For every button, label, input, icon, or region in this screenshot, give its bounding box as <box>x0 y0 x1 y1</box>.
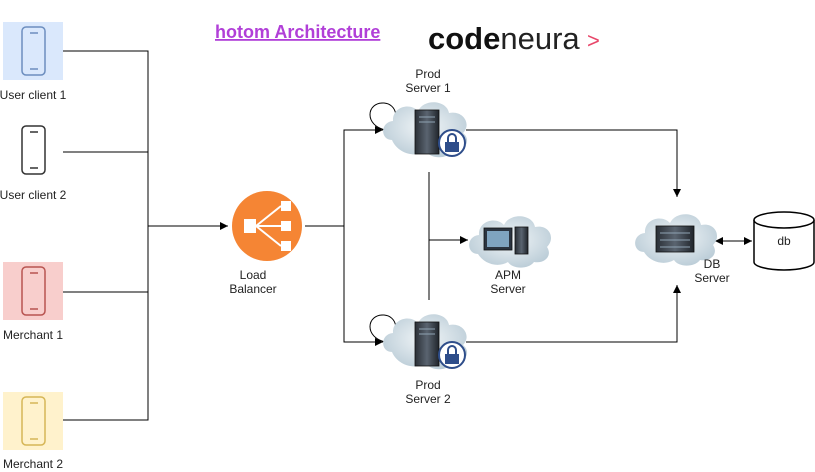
dbserver-label-line1: DB <box>704 257 721 271</box>
lb-label-line2: Balancer <box>229 282 276 296</box>
prod2-label-line1: Prod <box>415 378 440 392</box>
prod1-label-line1: Prod <box>415 67 440 81</box>
lb-label-line1: Load <box>240 268 267 282</box>
prod1-label-line2: Server 1 <box>405 81 451 95</box>
phone-icon-merchant-2 <box>21 396 46 446</box>
brand-name-bold: code <box>428 21 500 56</box>
prod2-to-db-edge <box>466 285 681 343</box>
client-label-user-1: User client 1 <box>0 88 67 102</box>
diagram-title: hotom Architecture <box>215 22 380 42</box>
client-label-merchant-2: Merchant 2 <box>3 457 63 471</box>
lb-to-prod-connections <box>305 126 383 346</box>
phone-icon-merchant-1 <box>21 266 46 316</box>
client-label-user-2: User client 2 <box>0 188 67 202</box>
apm-label-line1: APM <box>495 268 521 282</box>
svg-text:codeneura: codeneura <box>428 21 580 56</box>
prod-server-1-icon <box>383 102 468 158</box>
database-cylinder-icon <box>753 211 815 271</box>
client-bg-user-1 <box>3 22 63 80</box>
codeneura-logo: codeneura > <box>428 21 600 56</box>
db-server-icon <box>635 214 718 266</box>
client-bg-merchant-1 <box>3 262 63 320</box>
phone-icon-user-client-2 <box>21 125 46 175</box>
dbserver-label-line2: Server <box>694 271 729 285</box>
phone-icon-user-client-1 <box>21 26 46 76</box>
brand-name-light: neura <box>500 21 580 56</box>
apm-server-icon <box>469 216 552 268</box>
prod2-label-line2: Server 2 <box>405 392 451 406</box>
brand-mark: > <box>587 28 600 53</box>
client-label-merchant-1: Merchant 1 <box>3 328 63 342</box>
prod-server-2-icon <box>383 314 468 370</box>
load-balancer-icon <box>232 191 302 261</box>
apm-label-line2: Server <box>490 282 525 296</box>
prod1-to-db-edge <box>466 129 681 197</box>
client-bg-merchant-2 <box>3 392 63 450</box>
db-label: db <box>777 234 791 248</box>
client-connections <box>63 50 228 421</box>
